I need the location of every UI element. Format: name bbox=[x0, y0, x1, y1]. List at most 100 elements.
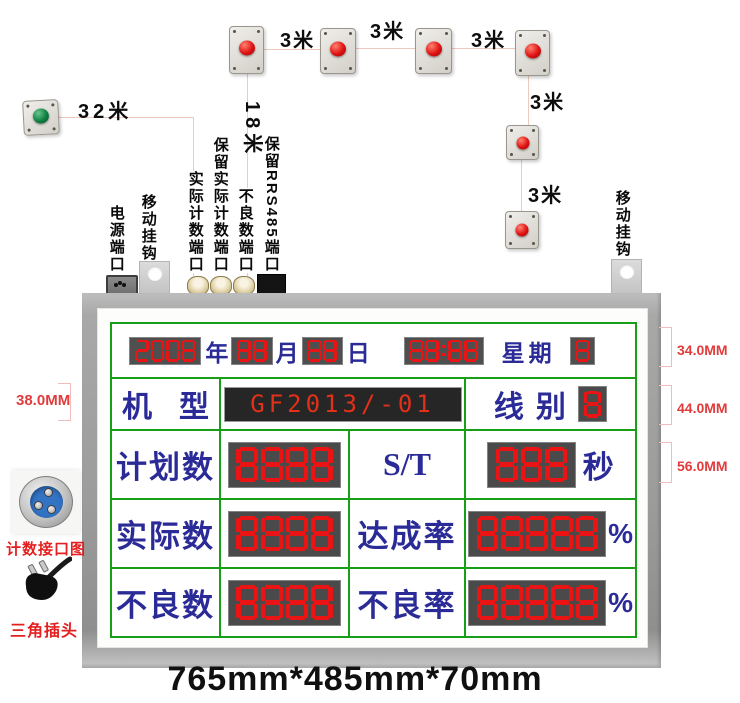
led-achieve-rate bbox=[468, 510, 607, 557]
led-year bbox=[129, 336, 202, 365]
red-button-knob bbox=[516, 136, 529, 149]
wire-18m-vertical bbox=[247, 72, 248, 276]
wire-btn1-btn2 bbox=[262, 49, 320, 50]
wire-btn2-btn3 bbox=[354, 48, 415, 49]
unit-percent-achieve: % bbox=[608, 517, 633, 549]
connector-pin bbox=[43, 488, 53, 497]
port-label-hook-right: 移动挂钩 bbox=[613, 190, 631, 258]
connector-caption: 计数接口图 bbox=[6, 541, 87, 558]
label-actual-count: 实际数 bbox=[116, 519, 215, 554]
distance-label-3m-1: 3米 bbox=[280, 30, 316, 52]
connector-outer-ring bbox=[19, 476, 73, 528]
pushbutton-green-start bbox=[22, 99, 60, 136]
label-defect-rate: 不良率 bbox=[357, 588, 457, 623]
model-label-cell: 机 型 bbox=[112, 379, 219, 429]
led-defect-count bbox=[227, 579, 342, 626]
led-month bbox=[231, 336, 273, 365]
dim-bracket-56mm bbox=[659, 442, 672, 483]
defect-row: 不良数 不良率 % bbox=[112, 567, 635, 636]
wire-32m-horizontal bbox=[57, 117, 193, 118]
unit-seconds: 秒 bbox=[582, 450, 614, 485]
st-label-cell: S/T bbox=[348, 431, 464, 498]
wire-btn3-btn4 bbox=[450, 48, 515, 49]
label-month: 月 bbox=[275, 339, 299, 366]
date-time-row: 年 月 日 星期 bbox=[112, 324, 635, 377]
label-plan-count: 计划数 bbox=[116, 450, 215, 485]
led-st-seconds bbox=[487, 441, 576, 488]
plan-label-cell: 计划数 bbox=[112, 431, 219, 498]
label-model-2: 型 bbox=[179, 391, 209, 424]
wire-btn4-btn5 bbox=[528, 74, 529, 125]
achieve-label-cell: 达成率 bbox=[348, 500, 464, 567]
achieve-value-cell: % bbox=[464, 500, 635, 567]
rs485-port bbox=[257, 274, 286, 295]
distance-label-3m-3: 3米 bbox=[471, 30, 507, 52]
defect-label-cell: 不良数 bbox=[112, 569, 219, 636]
led-line-number bbox=[577, 386, 608, 422]
label-line-1: 线 bbox=[493, 391, 524, 424]
distance-label-3m-4: 3米 bbox=[530, 92, 566, 114]
actual-label-cell: 实际数 bbox=[112, 500, 219, 567]
led-week bbox=[569, 336, 596, 365]
distance-label-3m-5: 3米 bbox=[528, 185, 564, 207]
red-button-knob bbox=[238, 40, 255, 56]
port-label-actual-count: 实际计数端口 bbox=[186, 171, 204, 273]
dim-label-44mm: 44.0MM bbox=[677, 400, 728, 416]
distance-label-3m-2: 3米 bbox=[370, 21, 406, 43]
defect-rate-value-cell: % bbox=[464, 569, 635, 636]
wire-btn5-btn6 bbox=[521, 158, 522, 211]
label-model-1: 机 bbox=[122, 391, 152, 424]
hook-bracket-left bbox=[139, 261, 170, 294]
led-defect-rate bbox=[468, 579, 607, 626]
dim-label-34mm: 34.0MM bbox=[677, 342, 728, 358]
led-model-text: GF2013/-01 bbox=[223, 386, 462, 422]
size-caption: 765mm*485mm*70mm bbox=[167, 660, 543, 698]
board-grid: 年 月 日 星期 机 型 GF2013/-01 bbox=[110, 322, 637, 638]
pushbutton-red-6 bbox=[505, 211, 539, 249]
plug-caption: 三角插头 bbox=[10, 623, 79, 640]
port-label-reserved-actual-count: 保留实际计数端口 bbox=[211, 137, 229, 273]
plan-row: 计划数 S/T 秒 bbox=[112, 429, 635, 498]
port-label-defect-count: 不良数端口 bbox=[236, 188, 254, 273]
actual-row: 实际数 达成率 % bbox=[112, 498, 635, 567]
hook-hole bbox=[147, 266, 162, 281]
unit-percent-defect: % bbox=[608, 586, 633, 618]
port-label-hook-left: 移动挂钩 bbox=[139, 194, 157, 262]
hook-bracket-right bbox=[611, 259, 642, 294]
count-connector-photo bbox=[12, 470, 80, 534]
red-button-knob bbox=[524, 43, 541, 59]
led-plan-count bbox=[227, 441, 342, 488]
dim-label-56mm: 56.0MM bbox=[677, 458, 728, 474]
green-button-knob bbox=[32, 108, 50, 125]
display-board-face: 年 月 日 星期 机 型 GF2013/-01 bbox=[97, 308, 648, 648]
defect-value-cell bbox=[219, 569, 348, 636]
dim-label-38mm: 38.0MM bbox=[16, 392, 71, 409]
label-st: S/T bbox=[382, 446, 432, 482]
pushbutton-red-2 bbox=[320, 28, 356, 74]
red-button-knob bbox=[425, 41, 442, 57]
triangle-plug-photo bbox=[25, 556, 72, 600]
dim-bracket-34mm bbox=[659, 327, 672, 367]
label-defect-count: 不良数 bbox=[116, 588, 215, 623]
pushbutton-red-1 bbox=[229, 26, 264, 74]
label-year: 年 bbox=[205, 339, 229, 366]
dim-bracket-44mm bbox=[659, 385, 672, 425]
connector-blue-face bbox=[29, 486, 63, 518]
pushbutton-red-5 bbox=[506, 125, 539, 160]
port-label-power: 电源端口 bbox=[107, 205, 125, 273]
pushbutton-red-4 bbox=[515, 30, 550, 76]
distance-label-32m: 32米 bbox=[78, 101, 133, 123]
label-week: 星期 bbox=[501, 339, 556, 366]
actual-value-cell bbox=[219, 500, 348, 567]
connector-pin bbox=[46, 505, 56, 514]
red-button-knob bbox=[330, 41, 346, 57]
defect-rate-label-cell: 不良率 bbox=[348, 569, 464, 636]
label-line-2: 别 bbox=[535, 391, 566, 424]
label-day: 日 bbox=[346, 339, 370, 366]
label-achieve-rate: 达成率 bbox=[357, 519, 457, 554]
model-value-cell: GF2013/-01 bbox=[219, 379, 464, 429]
line-cell: 线 别 bbox=[464, 379, 635, 429]
model-row: 机 型 GF2013/-01 线 别 bbox=[112, 377, 635, 429]
red-button-knob bbox=[515, 223, 529, 237]
